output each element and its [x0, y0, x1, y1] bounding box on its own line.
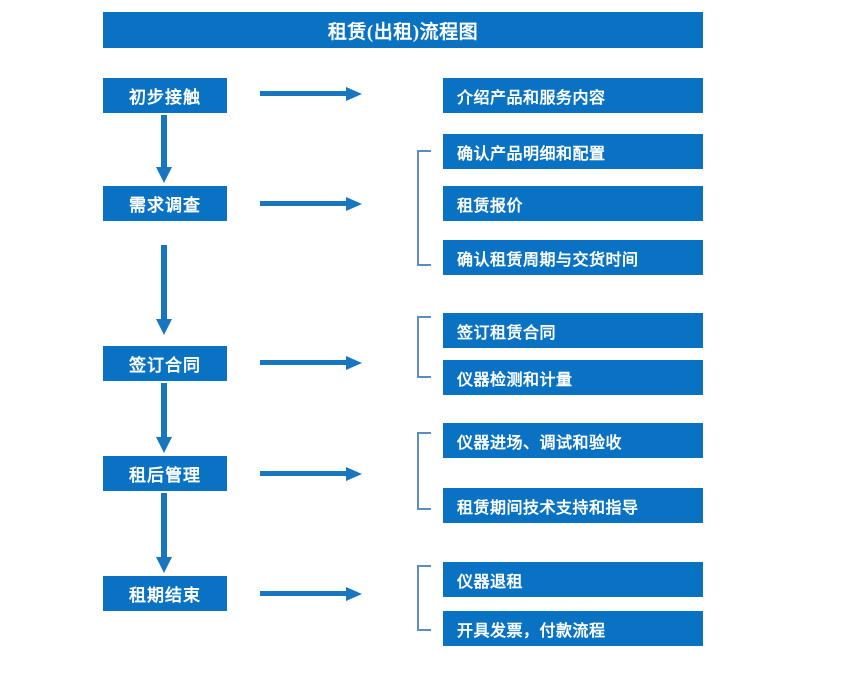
task-box-8[interactable]: 租赁期间技术支持和指导 [443, 488, 703, 523]
task-box-4[interactable]: 确认租赁周期与交货时间 [443, 240, 703, 275]
arrow-right-icon-3 [260, 355, 364, 371]
task-box-1[interactable]: 介绍产品和服务内容 [443, 78, 703, 113]
task-label-9: 仪器退租 [457, 573, 524, 591]
group-bracket-icon-4 [417, 432, 431, 510]
stage-label-4: 租后管理 [129, 466, 201, 485]
stage-label-5: 租期结束 [129, 586, 201, 605]
arrow-right-icon-4 [260, 466, 364, 482]
task-box-5[interactable]: 签订租赁合同 [443, 313, 703, 348]
chart-title-bar: 租赁(出租)流程图 [103, 12, 703, 48]
group-bracket-icon-5 [417, 565, 431, 631]
task-label-2: 确认产品明细和配置 [457, 145, 606, 163]
task-box-2[interactable]: 确认产品明细和配置 [443, 134, 703, 169]
stage-box-1[interactable]: 初步接触 [103, 78, 227, 113]
stage-label-1: 初步接触 [129, 88, 201, 107]
group-bracket-icon-2 [417, 150, 431, 266]
stage-label-3: 签订合同 [129, 356, 201, 375]
task-label-1: 介绍产品和服务内容 [457, 89, 606, 107]
arrow-down-icon-4 [155, 493, 173, 575]
task-box-9[interactable]: 仪器退租 [443, 562, 703, 597]
task-box-3[interactable]: 租赁报价 [443, 186, 703, 221]
arrow-down-icon-1 [155, 115, 173, 185]
arrow-down-icon-3 [155, 383, 173, 455]
task-label-6: 仪器检测和计量 [457, 371, 573, 389]
stage-box-4[interactable]: 租后管理 [103, 456, 227, 491]
stage-box-2[interactable]: 需求调查 [103, 186, 227, 221]
group-bracket-icon-3 [417, 316, 431, 378]
task-label-7: 仪器进场、调试和验收 [457, 434, 623, 452]
page-title: 租赁(出租)流程图 [327, 21, 479, 43]
arrow-down-icon-2 [155, 245, 173, 337]
arrow-right-icon-5 [260, 586, 364, 602]
arrow-right-icon-1 [260, 86, 364, 102]
task-label-8: 租赁期间技术支持和指导 [457, 499, 639, 517]
task-label-3: 租赁报价 [457, 197, 524, 215]
task-box-7[interactable]: 仪器进场、调试和验收 [443, 423, 703, 458]
task-box-10[interactable]: 开具发票，付款流程 [443, 611, 703, 646]
task-box-6[interactable]: 仪器检测和计量 [443, 360, 703, 395]
stage-box-3[interactable]: 签订合同 [103, 346, 227, 381]
stage-label-2: 需求调查 [129, 196, 201, 215]
arrow-right-icon-2 [260, 196, 364, 212]
task-label-4: 确认租赁周期与交货时间 [457, 251, 639, 269]
task-label-10: 开具发票，付款流程 [457, 622, 606, 640]
stage-box-5[interactable]: 租期结束 [103, 576, 227, 611]
task-label-5: 签订租赁合同 [457, 324, 557, 342]
